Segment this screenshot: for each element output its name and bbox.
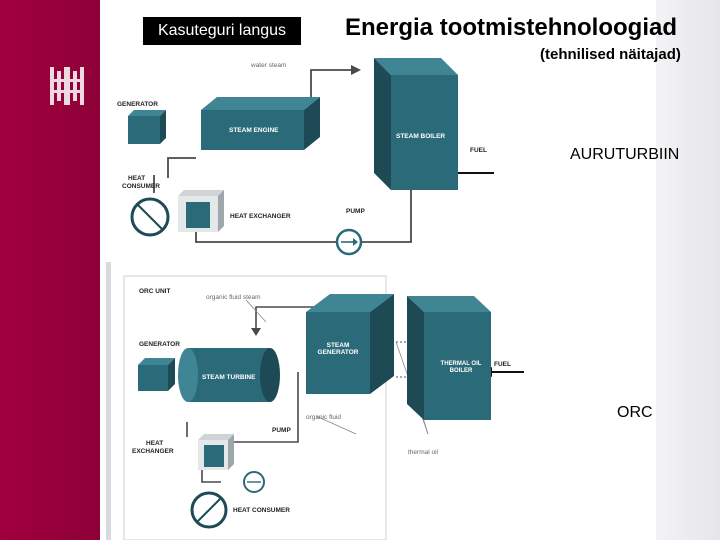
orc-heat-consumer-dial-icon — [190, 491, 228, 529]
generator-label: GENERATOR — [117, 101, 158, 108]
water-steam-label: water steam — [250, 62, 286, 69]
steam-turbine-label: STEAM TURBINE — [202, 374, 256, 381]
steam-turbine-caption: AURUTURBIIN — [570, 146, 680, 163]
orc-diagram: ORC UNIT organic fluid steam GENERATOR S… — [106, 262, 526, 540]
orc-pump-label: PUMP — [272, 427, 291, 434]
steam-turbine-unit — [178, 348, 280, 402]
orc-caption: ORC — [617, 404, 653, 421]
pump-icon — [335, 228, 363, 256]
orc-generator-label: GENERATOR — [139, 341, 180, 348]
steam-boiler-label: STEAM BOILER — [396, 133, 445, 140]
steam-generator-label-line1: STEAM — [327, 342, 350, 349]
orc-unit-label: ORC UNIT — [139, 288, 170, 295]
university-logo-icon — [50, 67, 84, 105]
heat-exchanger-label: HEAT EXCHANGER — [230, 213, 291, 220]
page-subtitle: (tehnilised näitajad) — [540, 46, 681, 63]
fuel-label: FUEL — [470, 147, 487, 154]
right-decorative-stripe — [656, 0, 720, 540]
orc-heat-consumer-label: HEAT CONSUMER — [233, 507, 290, 514]
thermal-oil-boiler-label-line2: BOILER — [450, 368, 473, 374]
heat-consumer-dial-icon — [130, 197, 170, 237]
page-title: Energia tootmistehnoloogiad — [345, 14, 678, 41]
orc-steam-generator-unit — [306, 294, 394, 394]
orc-pump-icon — [243, 471, 265, 493]
orc-generator-unit — [138, 358, 175, 391]
steam-boiler-unit — [374, 58, 458, 190]
orc-heat-exchanger-label-line2: EXCHANGER — [132, 448, 174, 455]
steam-engine-label: STEAM ENGINE — [229, 127, 279, 134]
steam-turbine-diagram: water steam GENERATOR STEAM ENGINE STEAM… — [106, 50, 502, 260]
orc-fuel-label: FUEL — [494, 361, 511, 368]
heat-consumer-label-line2: CONSUMER — [122, 183, 160, 190]
steam-engine-unit — [201, 97, 320, 150]
heat-consumer-label-line1: HEAT — [128, 175, 145, 182]
heat-exchanger-unit — [178, 190, 224, 232]
thermal-oil-label: thermal oil — [408, 449, 439, 456]
organic-fluid-label: organic fluid — [306, 414, 341, 421]
thermal-oil-boiler-unit — [407, 296, 491, 420]
section-label: Kasuteguri langus — [143, 17, 301, 45]
orc-heat-exchanger-unit — [198, 434, 234, 470]
organic-fluid-steam-label: organic fluid steam — [206, 294, 261, 301]
orc-heat-exchanger-label-line1: HEAT — [146, 440, 163, 447]
pump-label: PUMP — [346, 208, 365, 215]
steam-generator-unit — [128, 110, 166, 144]
thermal-oil-boiler-label-line1: THERMAL OIL — [441, 361, 482, 367]
steam-generator-label-line2: GENERATOR — [318, 349, 359, 356]
